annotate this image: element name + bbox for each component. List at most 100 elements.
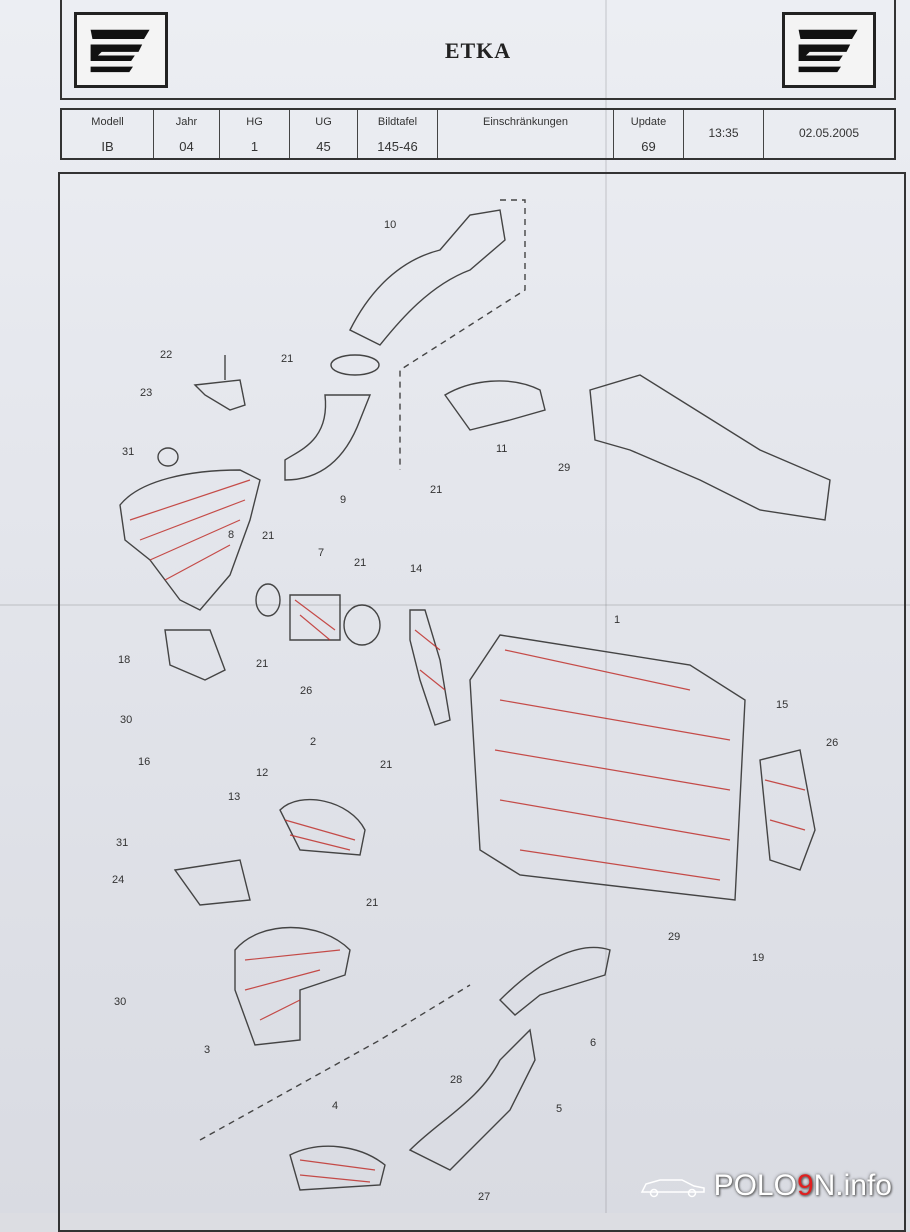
callout-label: 14 [410, 563, 422, 575]
document-title: ETKA [444, 38, 512, 63]
callout-label: 12 [256, 767, 268, 779]
info-value: 1 [250, 139, 259, 154]
info-value: 145-46 [377, 139, 418, 154]
callout-label: 31 [122, 446, 134, 458]
info-cell-update: Update 69 [614, 110, 684, 158]
callout-label: 21 [380, 759, 392, 771]
callout-label: 13 [228, 791, 240, 803]
bracket-18 [164, 629, 226, 681]
callout-label: 27 [478, 1191, 490, 1203]
callout-label: 26 [300, 685, 312, 697]
red-hatching-marks [129, 479, 806, 1183]
paper-fold-horizontal [0, 604, 910, 606]
callout-label: 8 [228, 529, 234, 541]
hose-2 [279, 798, 366, 856]
hose-9 [284, 394, 372, 481]
callout-label: 21 [262, 530, 274, 542]
car-silhouette-icon [640, 1179, 705, 1198]
info-value: IB [101, 139, 114, 154]
hose-4 [289, 1145, 386, 1191]
bracket-14 [409, 609, 451, 726]
pipe-5 [408, 1028, 536, 1171]
callout-label: 31 [116, 837, 128, 849]
callout-label: 21 [430, 484, 442, 496]
callout-label: 29 [668, 931, 680, 943]
manifold [589, 374, 831, 521]
callout-label: 21 [281, 353, 293, 365]
callout-label: 23 [140, 387, 152, 399]
bracket-24 [173, 859, 251, 906]
info-cell-einschraenkungen: Einschränkungen [438, 110, 614, 158]
info-label: Modell [91, 116, 124, 128]
bracket-23 [193, 379, 246, 411]
callout-label: 18 [118, 654, 130, 666]
callout-label: 30 [114, 996, 126, 1008]
info-cell-ug: UG 45 [290, 110, 358, 158]
callout-label: 2 [310, 736, 316, 748]
watermark-suffix: N.info [813, 1169, 892, 1202]
callout-label: 26 [826, 737, 838, 749]
info-cell-hg: HG 1 [220, 110, 290, 158]
sleeve-7 [289, 594, 341, 641]
callout-label: 29 [558, 462, 570, 474]
info-cell-bildtafel: Bildtafel 145-46 [358, 110, 438, 158]
info-cell-date: 02.05.2005 [764, 110, 894, 158]
watermark-prefix: POLO [713, 1169, 797, 1202]
dashed-guide [399, 199, 526, 470]
callout-label: 15 [776, 699, 788, 711]
info-label: UG [315, 116, 332, 128]
info-value: 45 [316, 139, 331, 154]
callout-label: 21 [354, 557, 366, 569]
callout-label: 19 [752, 952, 764, 964]
callout-label: 21 [366, 897, 378, 909]
clamp-21b [343, 604, 381, 646]
print-date: 02.05.2005 [798, 126, 860, 140]
document-header: ETKA [60, 0, 896, 100]
callout-label: 22 [160, 349, 172, 361]
watermark-text: POLO9N.info [714, 1169, 892, 1203]
info-cell-jahr: Jahr 04 [154, 110, 220, 158]
seat-logo-icon [74, 12, 168, 88]
vehicle-info-table: Modell IB Jahr 04 HG 1 UG 45 Bildtafel 1… [60, 108, 896, 160]
watermark-nine: 9 [796, 1169, 814, 1202]
callout-label: 24 [112, 874, 124, 886]
pipe-10 [349, 209, 506, 346]
info-label: Bildtafel [377, 116, 418, 128]
info-label: Einschränkungen [482, 116, 568, 128]
callout-label: 6 [590, 1037, 596, 1049]
print-time: 13:35 [708, 126, 739, 140]
info-label: Jahr [175, 116, 198, 128]
callout-label: 16 [138, 756, 150, 768]
callout-labels: 10 22 21 23 31 8 21 9 21 11 29 7 21 14 1… [112, 219, 838, 1203]
callout-label: 4 [332, 1100, 338, 1112]
callout-label: 10 [384, 219, 396, 231]
info-cell-time: 13:35 [684, 110, 764, 158]
info-cell-modell: Modell IB [62, 110, 154, 158]
callout-label: 7 [318, 547, 324, 559]
callout-label: 3 [204, 1044, 210, 1056]
callout-label: 1 [614, 614, 620, 626]
callout-label: 28 [450, 1074, 462, 1086]
bracket-15 [759, 749, 816, 871]
callout-label: 21 [256, 658, 268, 670]
callout-label: 5 [556, 1103, 562, 1115]
site-watermark: POLO9N.info [638, 1169, 892, 1203]
callout-label: 9 [340, 494, 346, 506]
intercooler-1 [469, 634, 746, 901]
callout-label: 30 [120, 714, 132, 726]
seat-logo-icon [782, 12, 876, 88]
ring-21 [255, 583, 281, 617]
pipe-6 [499, 946, 611, 1016]
nut-31 [157, 447, 179, 467]
pipe-8 [119, 469, 261, 611]
info-label: Update [630, 116, 667, 128]
info-label: HG [246, 116, 263, 128]
hose-11 [443, 380, 546, 431]
info-value: 04 [179, 139, 194, 154]
callout-label: 11 [496, 443, 507, 455]
info-value: 69 [641, 139, 656, 154]
clamp-21 [330, 354, 380, 376]
dashed-guide-lower [199, 984, 471, 1141]
